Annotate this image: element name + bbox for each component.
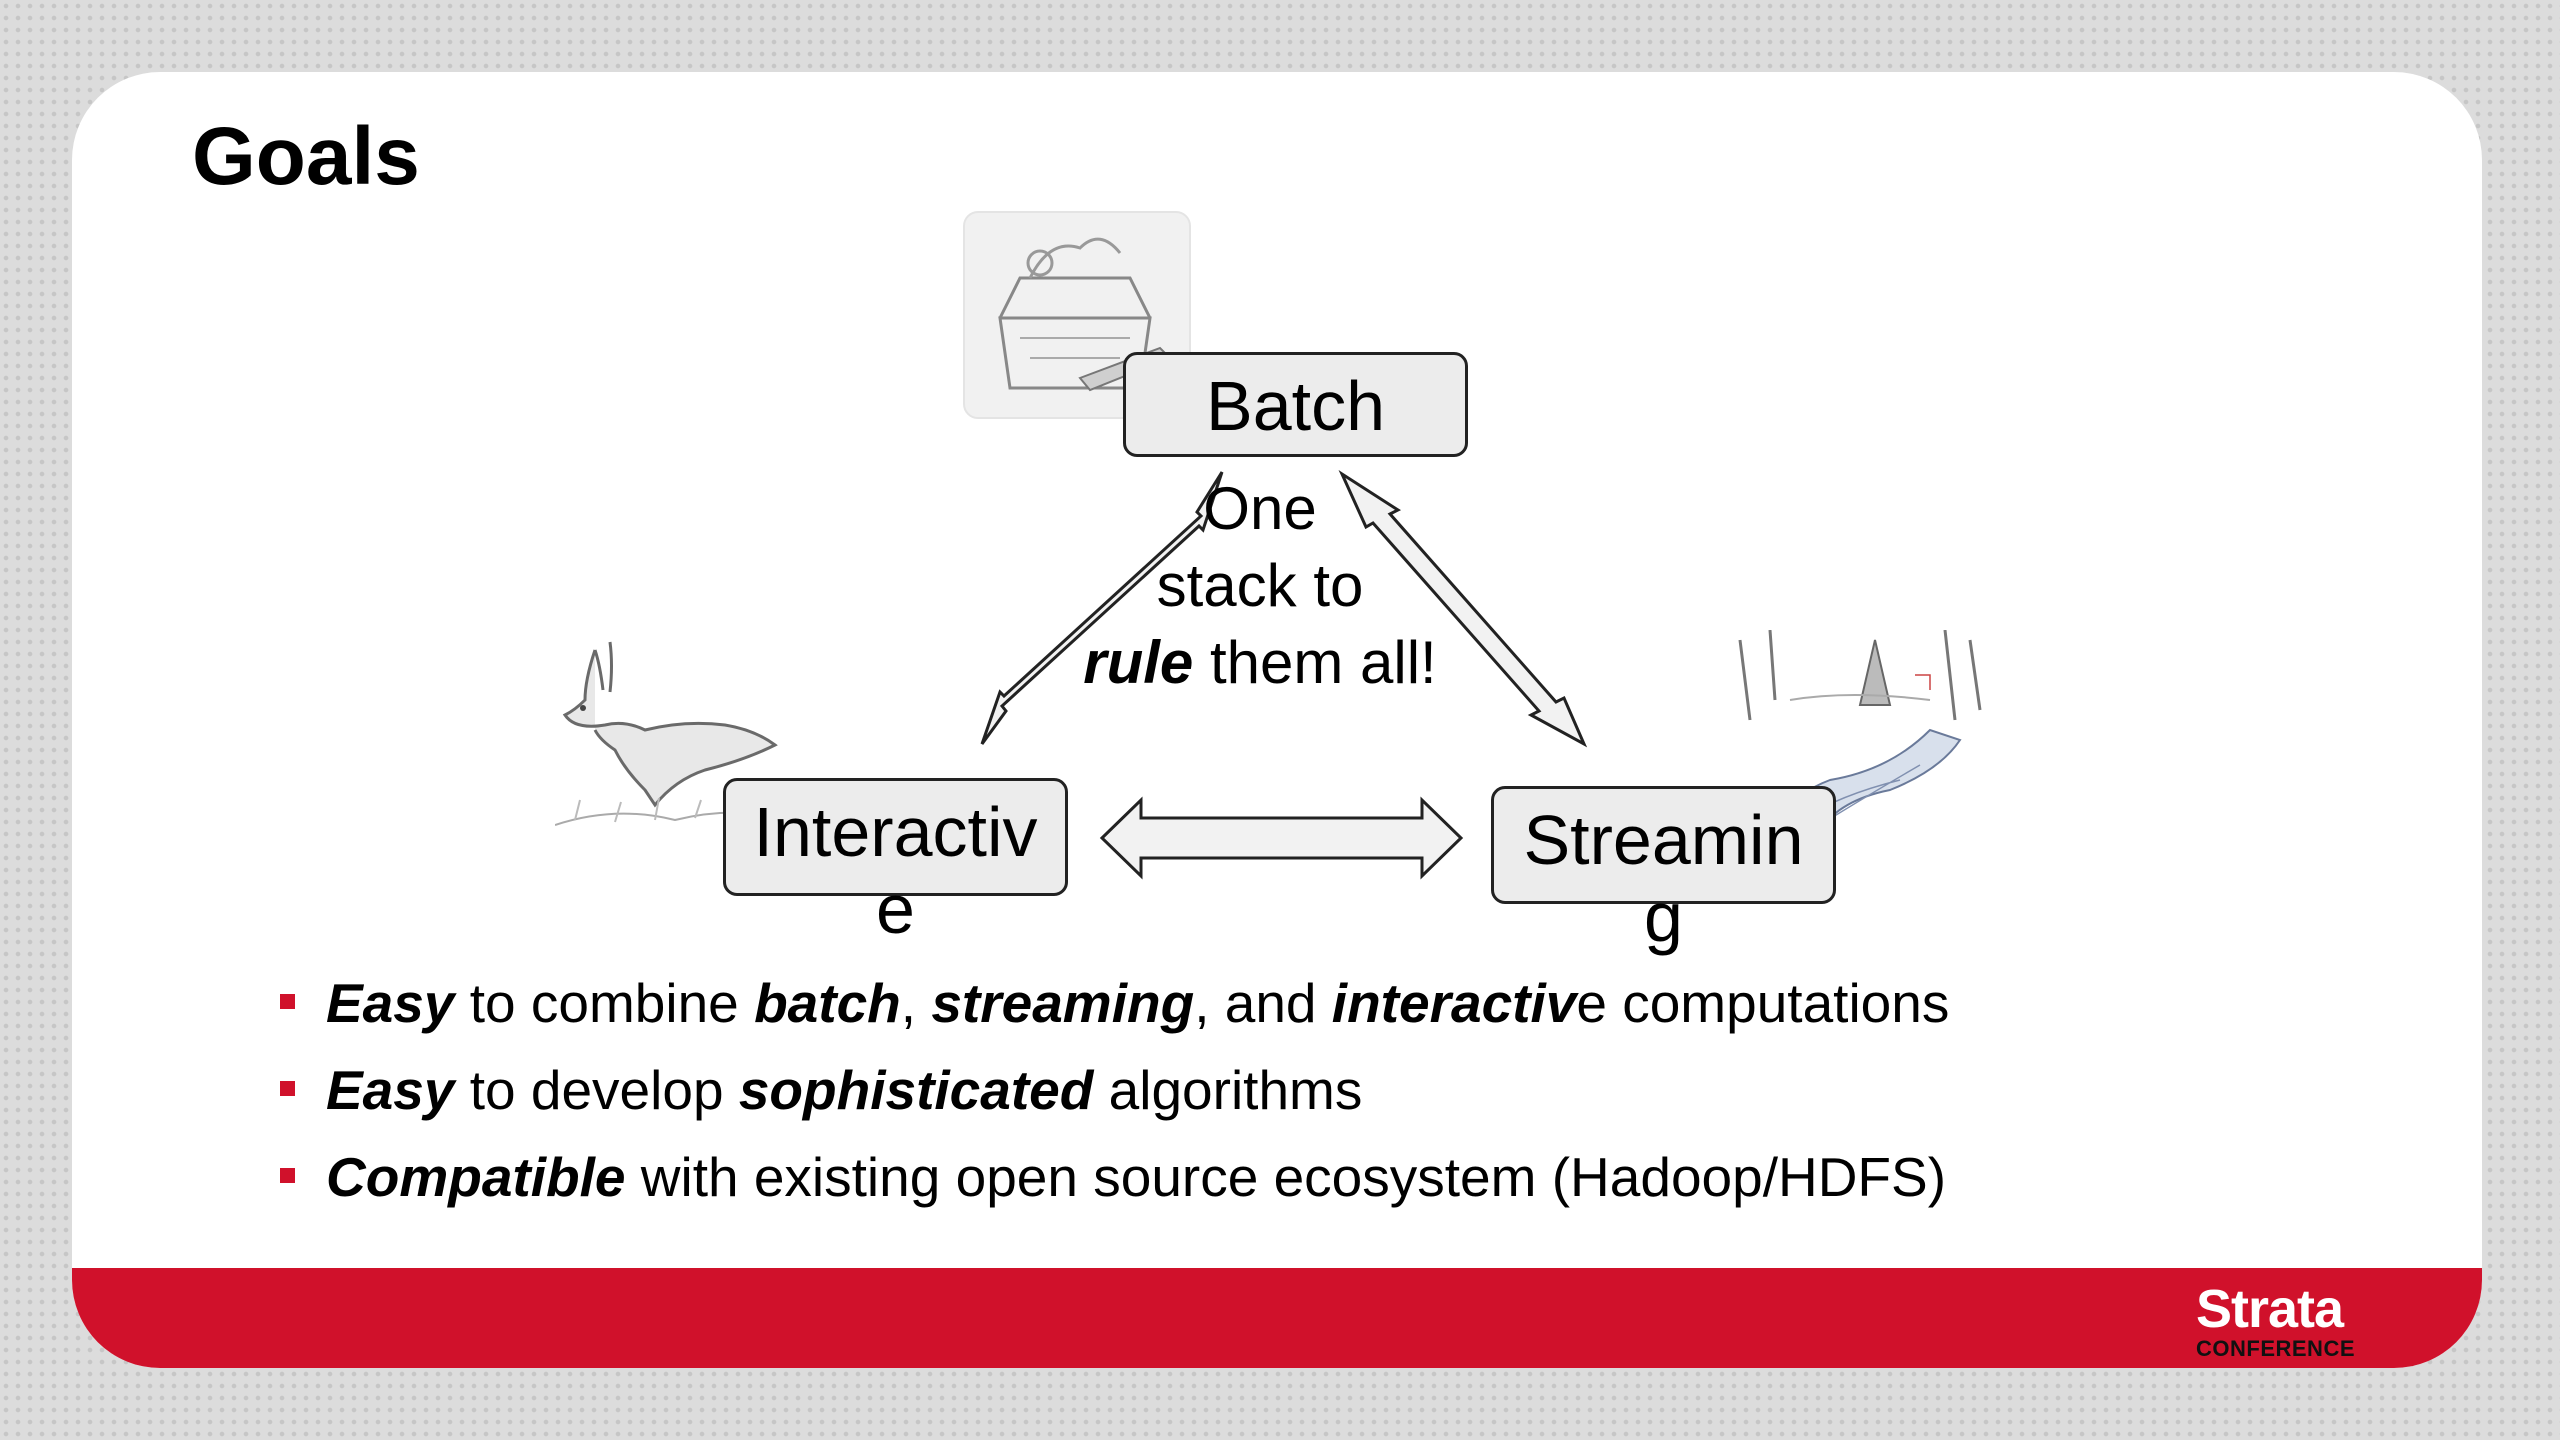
bullet-emphasis: Easy xyxy=(326,972,455,1034)
bullet-text: e computations xyxy=(1576,972,1950,1034)
bullet-emphasis: Compatible xyxy=(326,1146,626,1208)
bullet-emphasis: sophisticated xyxy=(738,1059,1094,1121)
slide: Goals xyxy=(72,72,2482,1368)
center-line-1: One xyxy=(1203,475,1317,542)
center-rule-emphasis: rule xyxy=(1083,629,1194,696)
bullet-text: , xyxy=(900,972,932,1034)
bullet-emphasis: interactiv xyxy=(1331,972,1577,1034)
bullet-text: to develop xyxy=(454,1059,739,1121)
bullet-emphasis: Easy xyxy=(326,1059,455,1121)
node-streaming-line1: Streamin xyxy=(1523,801,1804,879)
bullet-text: , and xyxy=(1194,972,1332,1034)
slide-title: Goals xyxy=(192,111,420,202)
node-batch-label: Batch xyxy=(1206,367,1385,445)
list-item: Compatible with existing open source eco… xyxy=(280,1132,1949,1219)
arrow-interactive-streaming xyxy=(1099,796,1464,880)
node-interactive xyxy=(723,778,1068,896)
bullet-square-icon xyxy=(280,1081,295,1096)
strata-logo: Strata CONFERENCE xyxy=(2196,1282,2355,1360)
bullet-text: with existing open source ecosystem (Had… xyxy=(625,1146,1947,1208)
center-line-3: rule them all! xyxy=(1020,624,1500,701)
node-streaming-line2: g xyxy=(1644,878,1683,956)
node-interactive-line1: Interactiv xyxy=(753,793,1038,871)
bullet-text: to combine xyxy=(454,972,755,1034)
arrow-batch-streaming xyxy=(1338,469,1588,748)
bullet-square-icon xyxy=(280,1168,295,1183)
list-item: Easy to combine batch, streaming, and in… xyxy=(280,958,1949,1045)
bullet-square-icon xyxy=(280,994,295,1009)
node-streaming xyxy=(1491,786,1836,904)
center-line-3-rest: them all! xyxy=(1193,629,1437,696)
bullet-emphasis: streaming xyxy=(931,972,1195,1034)
logo-main-text: Strata xyxy=(2196,1279,2344,1339)
node-streaming-label: Streamin g xyxy=(1491,802,1836,956)
node-batch xyxy=(1123,352,1468,457)
bullet-emphasis: batch xyxy=(754,972,901,1034)
node-interactive-line2: e xyxy=(876,870,915,948)
footer-bar xyxy=(72,1268,2482,1368)
arrow-batch-interactive xyxy=(980,471,1224,745)
list-item: Easy to develop sophisticated algorithms xyxy=(280,1045,1949,1132)
center-line-2: stack to xyxy=(1156,552,1364,619)
logo-sub-text: CONFERENCE xyxy=(2196,1336,2356,1361)
center-caption: One stack to rule them all! xyxy=(1020,470,1500,701)
node-interactive-label: Interactiv e xyxy=(723,794,1068,948)
goals-list: Easy to combine batch, streaming, and in… xyxy=(280,958,1949,1219)
bullet-text: algorithms xyxy=(1093,1059,1363,1121)
